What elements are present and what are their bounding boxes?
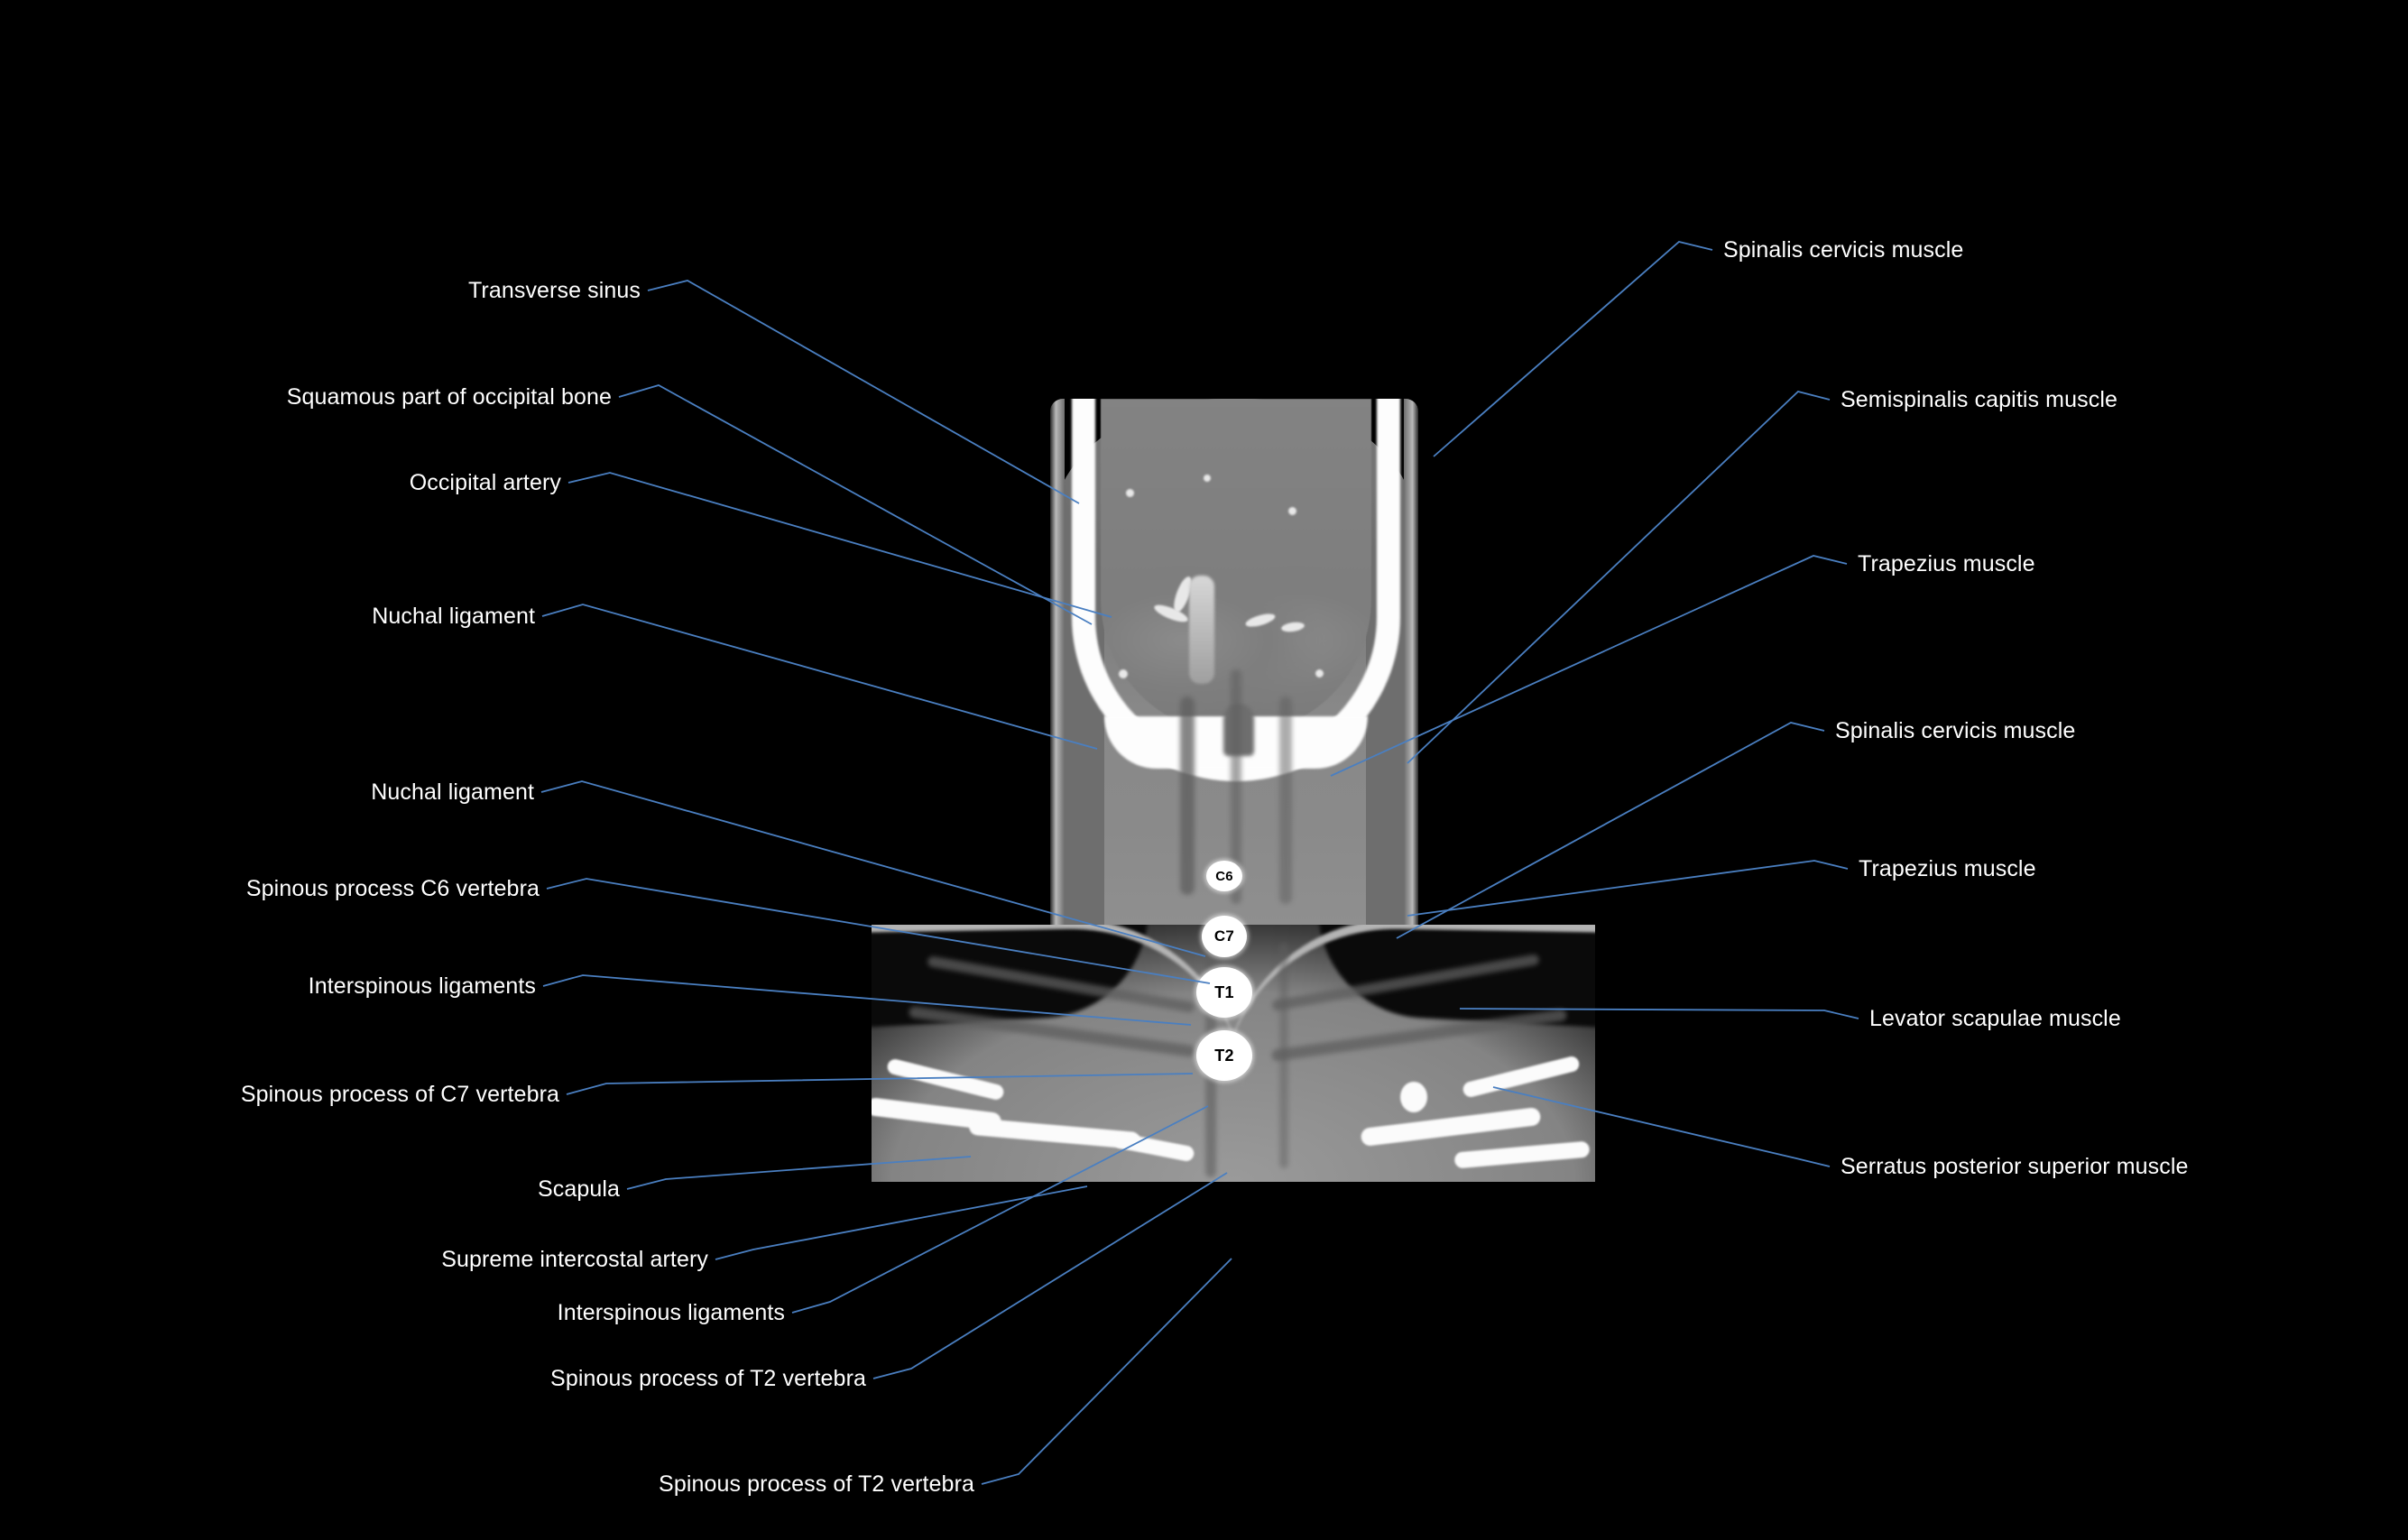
vertebra-marker-label: C6 [1215, 868, 1233, 884]
label-serratus-posterior-superior: Serratus posterior superior muscle [1841, 1154, 2189, 1179]
vertebra-marker-label: C7 [1213, 927, 1235, 945]
label-scapula: Scapula [537, 1176, 620, 1202]
paraspinal-streak [1279, 696, 1292, 904]
label-spinous-process-t2-b: Spinous process of T2 vertebra [659, 1471, 974, 1497]
label-spinalis-cervicis-upper: Spinalis cervicis muscle [1723, 237, 1964, 263]
label-spinous-process-c7: Spinous process of C7 vertebra [240, 1082, 559, 1107]
vertebra-marker-c7: C7 [1202, 916, 1247, 957]
paraspinal-streak [1279, 943, 1288, 1168]
leader-spinous-process-t2-b [981, 1258, 1232, 1485]
ct-upper-head-neck-region [1018, 399, 1451, 926]
nuchal-ligament-streak [1180, 696, 1195, 895]
vessel-mark [1315, 669, 1324, 678]
label-transverse-sinus: Transverse sinus [467, 278, 641, 303]
vertebra-marker-label: T1 [1214, 982, 1234, 1001]
label-trapezius-upper: Trapezius muscle [1858, 551, 2035, 576]
label-levator-scapulae: Levator scapulae muscle [1869, 1006, 2121, 1031]
label-occipital-artery: Occipital artery [409, 470, 561, 495]
label-trapezius-lower: Trapezius muscle [1859, 856, 2036, 881]
label-supreme-intercostal-artery: Supreme intercostal artery [441, 1247, 708, 1272]
label-spinous-process-c6: Spinous process C6 vertebra [245, 876, 540, 901]
leader-spinous-process-t2-a [872, 1172, 1228, 1379]
skin-edge-left [1050, 399, 1065, 926]
rib-head-right [1400, 1082, 1427, 1112]
paraspinal-streak [1231, 669, 1241, 904]
vertebra-marker-label: T2 [1214, 1046, 1234, 1065]
occipital-artery-spot [1119, 669, 1128, 678]
vertebra-marker-c6: C6 [1206, 861, 1242, 891]
ct-scan-image: C6 C7 T1 T2 [872, 399, 1595, 1182]
label-squamous-part-occipital-bone: Squamous part of occipital bone [286, 384, 612, 410]
label-nuchal-ligament-lower: Nuchal ligament [371, 779, 534, 805]
label-interspinous-ligaments-lower: Interspinous ligaments [557, 1300, 785, 1325]
vertebra-marker-t1: T1 [1196, 967, 1252, 1018]
label-nuchal-ligament-upper: Nuchal ligament [372, 604, 535, 629]
label-spinalis-cervicis-lower: Spinalis cervicis muscle [1835, 718, 2076, 743]
label-spinous-process-t2-a: Spinous process of T2 vertebra [550, 1366, 866, 1391]
vertebra-marker-t2: T2 [1196, 1030, 1252, 1081]
label-semispinalis-capitis: Semispinalis capitis muscle [1841, 387, 2117, 412]
label-interspinous-ligaments-upper: Interspinous ligaments [308, 973, 536, 999]
skin-edge-right [1404, 399, 1418, 926]
leader-supreme-intercostal-artery [715, 1185, 1088, 1260]
